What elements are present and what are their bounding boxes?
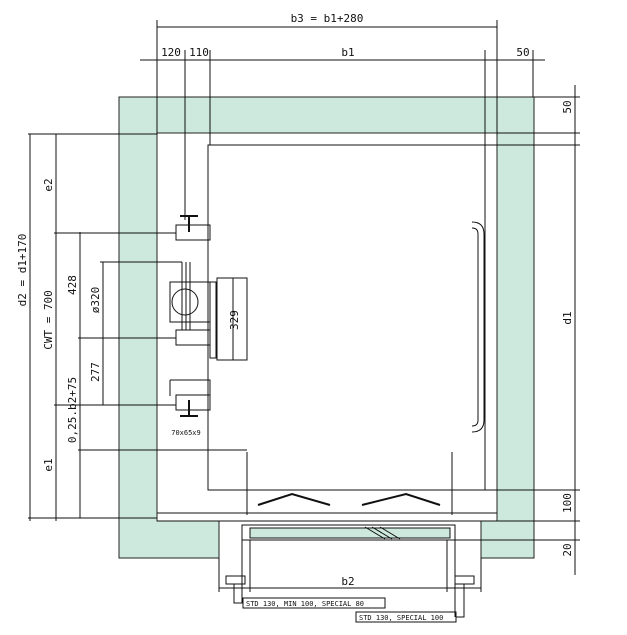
- left-dimensions: [28, 133, 247, 521]
- dim-329: 329: [228, 310, 241, 330]
- right-dimensions: [455, 85, 580, 575]
- dim-100: 100: [561, 493, 574, 513]
- dim-50-right: 50: [561, 100, 574, 113]
- handrail: [471, 221, 485, 433]
- dim-428: 428: [66, 275, 79, 295]
- top-dimensions: [140, 20, 545, 220]
- note-right: STD 130, SPECIAL 100: [359, 614, 443, 622]
- dim-b1: b1: [341, 46, 354, 59]
- dim-e1: e1: [42, 458, 55, 471]
- counterweight: [169, 215, 248, 417]
- note-left: STD 130, MIN 100, SPECIAL 80: [246, 600, 364, 608]
- dim-120: 120: [161, 46, 181, 59]
- dim-e2: e2: [42, 178, 55, 191]
- door-assembly: [241, 452, 456, 617]
- dim-b3: b3 = b1+280: [291, 12, 364, 25]
- rail-label: 70x65x9: [171, 429, 201, 437]
- dim-50-top: 50: [516, 46, 529, 59]
- dim-cwt: CWT = 700: [42, 290, 55, 350]
- dim-b2: b2: [341, 575, 354, 588]
- bottom-dimensions: [218, 540, 482, 623]
- dim-110: 110: [189, 46, 209, 59]
- dim-277: 277: [89, 362, 102, 382]
- shaft-walls: [118, 96, 535, 559]
- dim-offset: 0,25.b2+75: [66, 377, 79, 443]
- dim-d1: d1: [561, 311, 574, 324]
- dim-20: 20: [561, 543, 574, 556]
- car-outline: [207, 144, 486, 491]
- dim-diameter: ø320: [89, 287, 102, 314]
- dim-d2: d2 = d1+170: [16, 234, 29, 307]
